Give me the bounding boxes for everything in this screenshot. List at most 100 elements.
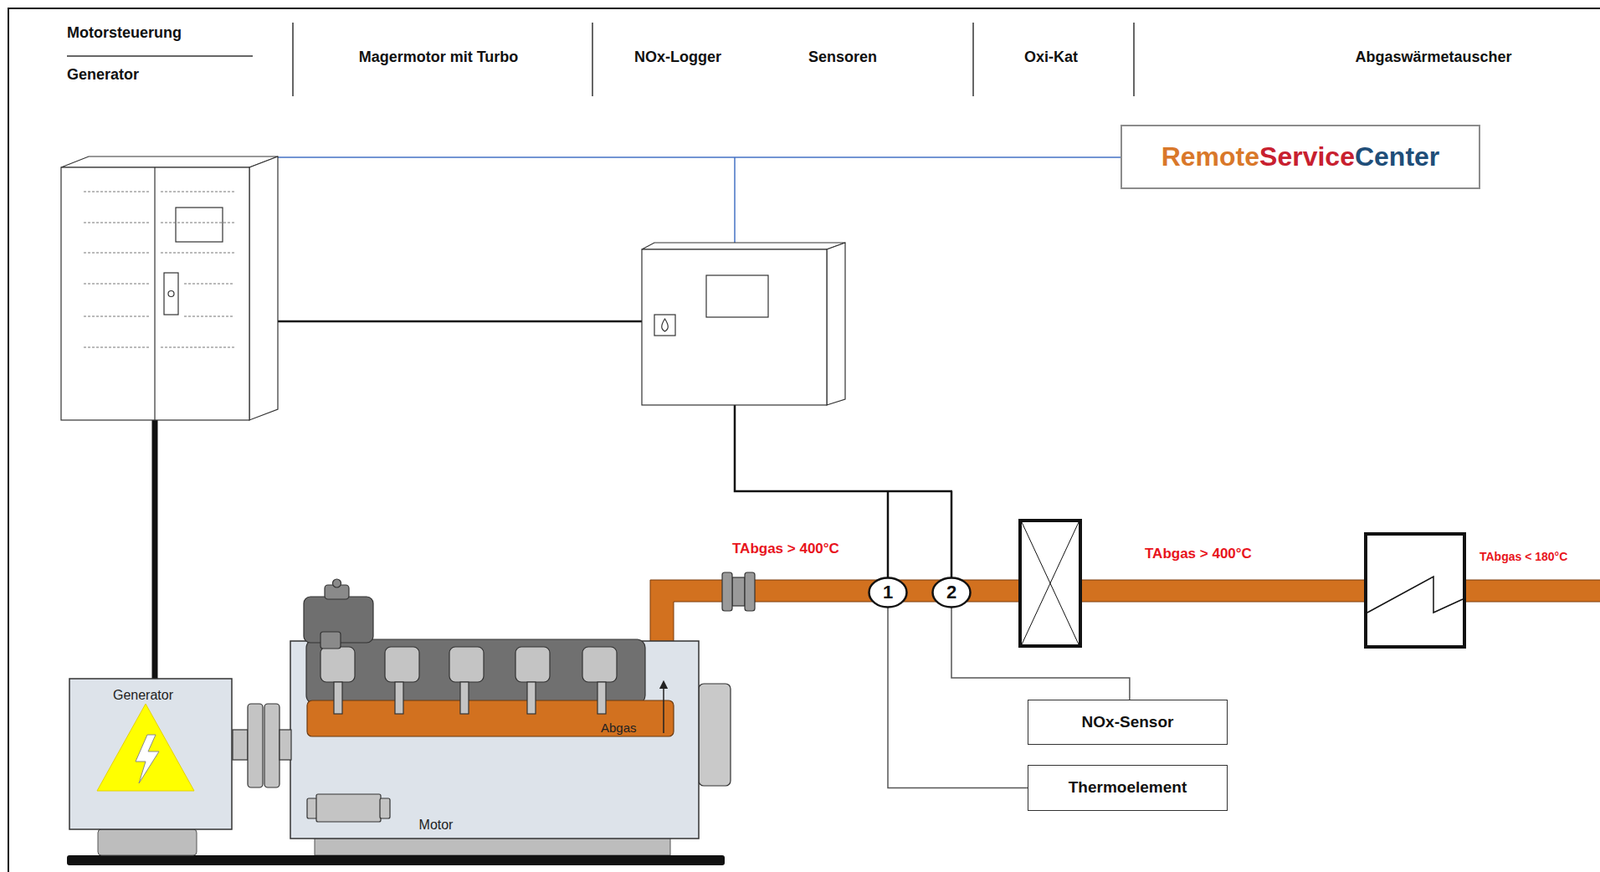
callout-circle <box>933 578 971 608</box>
nox-logger-box <box>641 242 846 406</box>
temperature-label: TAbgas > 400°C <box>1144 546 1252 563</box>
nox-logger-box <box>654 314 676 336</box>
header-separator <box>66 22 1134 97</box>
network-line <box>277 157 1121 244</box>
heat-exchanger <box>1367 576 1463 613</box>
control-cabinet <box>175 207 223 242</box>
cylinder-cover <box>449 646 484 683</box>
callout-number: 2 <box>931 576 972 609</box>
temperature-label: TAbgas > 400°C <box>732 541 840 558</box>
header-label: Oxi-Kat <box>1024 49 1078 67</box>
control-cabinet <box>168 291 175 298</box>
oxidation-catalyst <box>1020 520 1081 647</box>
ground-bar <box>66 855 725 866</box>
cabinet-vent <box>184 316 235 318</box>
exhaust-manifold <box>307 700 674 737</box>
cabinet-vent <box>83 283 149 285</box>
cabinet-vent <box>160 191 235 193</box>
generator-housing <box>69 678 232 830</box>
pipe-flange <box>722 572 733 611</box>
sensor-label-box: Thermoelement <box>1027 764 1228 811</box>
header-label: Magermotor mit Turbo <box>358 49 519 67</box>
exhaust-runner <box>460 682 469 714</box>
control-cabinet <box>61 156 278 168</box>
header-separator <box>1133 22 1135 97</box>
callout-number: 1 <box>867 576 908 609</box>
header-label: Abgaswärmetauscher <box>1354 49 1512 67</box>
header-label: Motorsteuerung <box>66 25 182 42</box>
callout-number: 1 <box>882 582 893 603</box>
node-text: Service <box>1259 142 1355 172</box>
generator-foot <box>97 829 197 856</box>
header-separator <box>972 22 975 97</box>
high-voltage-symbol <box>135 734 159 784</box>
header-label: Generator <box>66 66 139 84</box>
exhaust-runner <box>333 682 343 714</box>
cabinet-vent <box>83 191 149 193</box>
cabinet-vent <box>160 222 235 224</box>
node-text: Remote <box>1161 142 1260 172</box>
cylinder-cover <box>320 646 617 683</box>
header-label: Sensoren <box>808 49 877 67</box>
high-voltage-symbol <box>97 703 195 791</box>
header-label: NOx-Logger <box>634 49 722 67</box>
leader-line <box>887 607 1028 789</box>
service-center-box: RemoteServiceCenter <box>1120 124 1481 190</box>
header-separator <box>292 22 294 97</box>
oxidation-catalyst <box>1021 522 1079 645</box>
signal-wire <box>887 491 890 580</box>
pipe-flange <box>722 572 755 611</box>
exhaust-runner <box>394 682 404 714</box>
engine-part <box>307 794 390 822</box>
network-line <box>277 156 1121 159</box>
nox-logger-box <box>641 249 827 406</box>
signal-wire <box>249 321 953 580</box>
control-cabinet <box>249 156 278 421</box>
nox-logger-box <box>826 242 846 406</box>
turbocharger <box>320 631 341 649</box>
heat-exchanger <box>1365 533 1465 647</box>
page-frame <box>8 8 1600 872</box>
exhaust-runner <box>333 682 606 714</box>
signal-wire <box>950 491 954 580</box>
engine-part <box>379 798 390 819</box>
cabinet-vent <box>184 283 235 285</box>
heat-exchanger <box>1365 533 1465 647</box>
turbocharger <box>303 579 374 649</box>
flow-arrow <box>662 684 665 734</box>
nox-logger-box <box>661 318 669 332</box>
power-cable <box>152 420 159 679</box>
temperature-label: TAbgas < 180°C <box>1479 550 1568 564</box>
cabinet-vent <box>160 252 235 254</box>
header-separator <box>591 22 594 97</box>
oxidation-catalyst <box>1021 522 1079 645</box>
shaft-coupling <box>247 703 263 788</box>
exhaust-runner <box>527 682 536 714</box>
generator-foot <box>97 829 197 856</box>
nox-logger-box <box>706 275 769 318</box>
cylinder-cover <box>384 646 420 683</box>
shaft-coupling <box>232 729 248 760</box>
callout-number: 2 <box>946 582 957 603</box>
cylinder-cover <box>515 646 550 683</box>
engine-part <box>316 794 381 822</box>
control-cabinet <box>164 272 179 315</box>
nox-logger-box <box>641 242 846 250</box>
control-cabinet <box>61 167 250 421</box>
cabinet-vent <box>83 316 149 318</box>
cabinet-vent <box>160 347 235 349</box>
signal-wire <box>249 320 642 324</box>
callout-circle <box>869 578 908 608</box>
engine-pulley <box>698 683 731 786</box>
part-label: Motor <box>419 817 454 833</box>
node-text: Center <box>1354 142 1440 172</box>
header-separator <box>66 55 253 57</box>
network-line <box>733 157 736 244</box>
cabinet-vent <box>83 252 149 254</box>
shaft-coupling <box>264 703 280 788</box>
shaft-coupling <box>232 703 292 788</box>
cabinet-vent <box>83 222 149 224</box>
pipe-flange <box>732 577 745 606</box>
